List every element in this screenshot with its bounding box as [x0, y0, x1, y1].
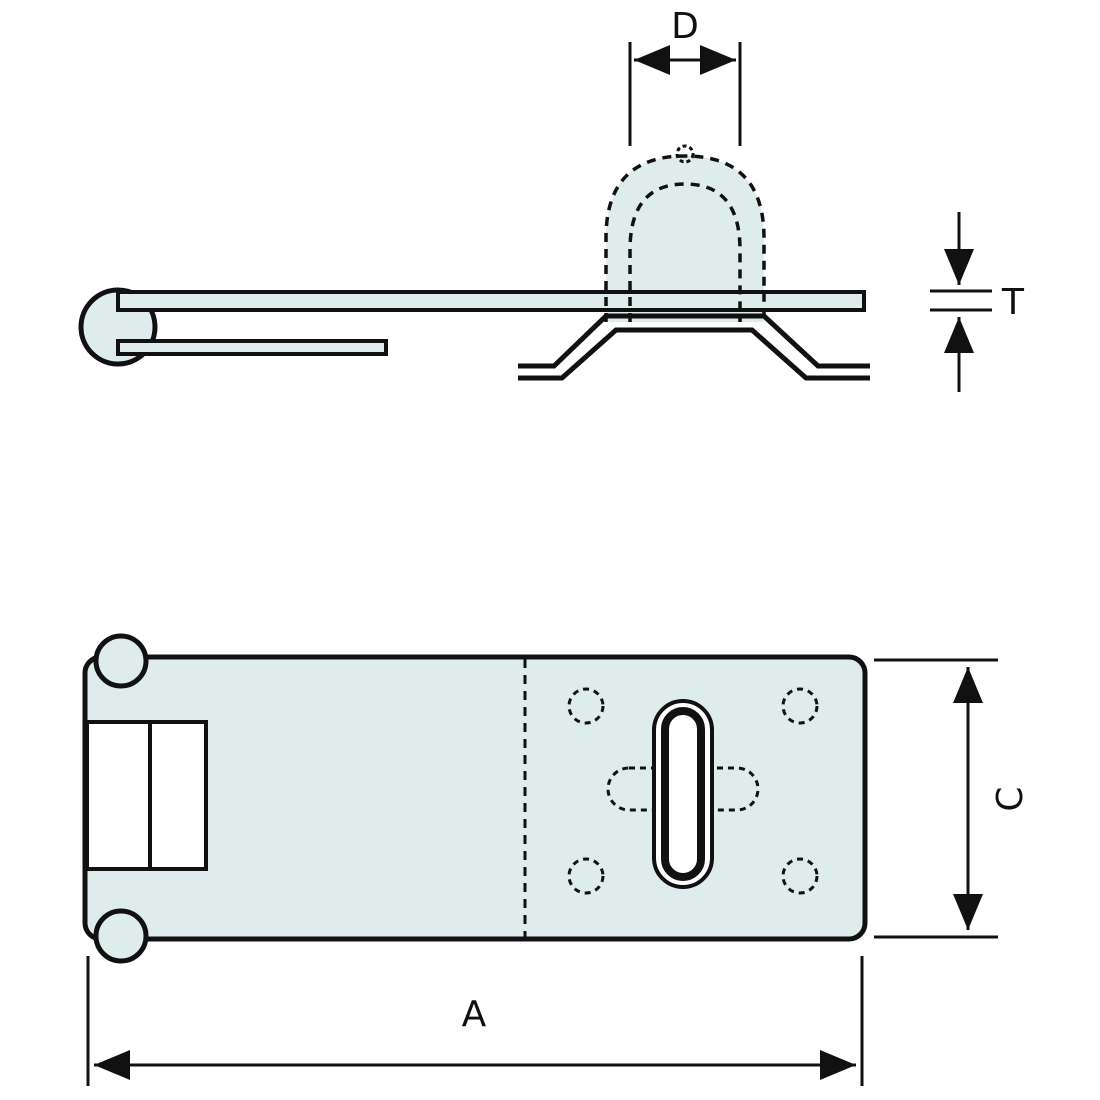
dimension-a-label: A: [462, 994, 487, 1035]
staple-loop-outer-outline: [604, 154, 766, 322]
screw-hole-top-left: [567, 687, 605, 725]
staple-base-lower-profile: [518, 327, 870, 381]
hinge-knuckle-top: [93, 633, 149, 689]
hinge-knuckle-bottom: [93, 908, 149, 964]
dimension-a: A: [86, 956, 864, 1086]
staple-base-upper-profile: [518, 313, 870, 369]
screw-hole-bottom-right: [781, 857, 819, 895]
screw-hole-bottom-left: [567, 857, 605, 895]
dimension-d: D: [628, 6, 742, 146]
dimension-c: C: [874, 658, 1031, 939]
dimension-c-label: C: [990, 786, 1031, 811]
hasp-fold-side: [116, 339, 388, 356]
side-view: [78, 144, 870, 381]
screw-hole-top-right: [781, 687, 819, 725]
dimension-d-label: D: [671, 6, 699, 47]
hasp-plate-side: [116, 290, 866, 312]
staple-slot-inner: [661, 707, 705, 881]
staple-loop-inner-outline: [628, 182, 742, 322]
dimension-t: T: [930, 212, 1025, 392]
hinge-cutout: [85, 720, 208, 871]
dimension-t-label: T: [1001, 282, 1025, 323]
staple-loop-apex-notch: [675, 144, 695, 164]
plan-view: [82, 633, 868, 964]
